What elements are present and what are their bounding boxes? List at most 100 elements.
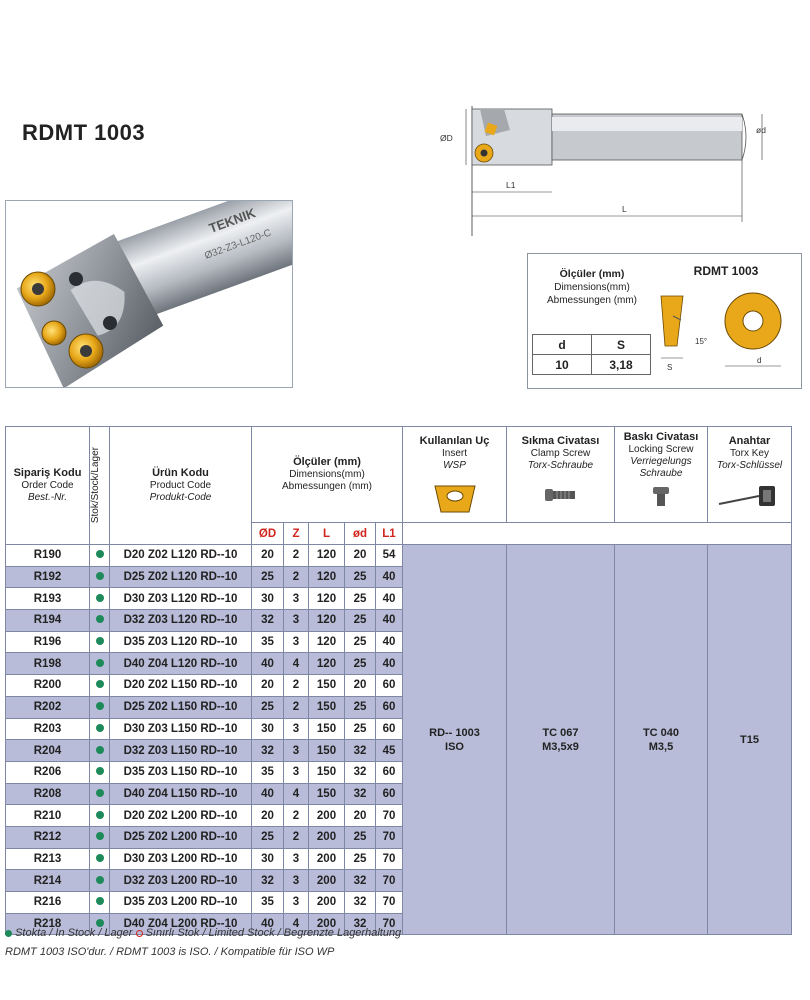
in-stock-dot-icon xyxy=(95,593,104,602)
insert-tr: Kullanılan Uç xyxy=(419,435,490,447)
L-cell: 200 xyxy=(308,869,345,892)
insert-dimension-box: Ölçüler (mm) Dimensions(mm) Abmessungen … xyxy=(527,253,802,389)
order-code-cell: R194 xyxy=(5,609,90,632)
stock-cell xyxy=(89,630,110,654)
in-stock-dot-icon xyxy=(95,875,104,884)
product-code-cell: D20 Z02 L120 RD--10 xyxy=(109,544,252,567)
insert-de: WSP xyxy=(443,460,466,471)
D-cell: 35 xyxy=(251,630,284,654)
insert-icon xyxy=(433,485,476,513)
stock-cell xyxy=(89,652,110,676)
Z-cell: 3 xyxy=(283,760,309,784)
stock-legend: Stokta / In Stock / Lager Sınırlı Stok /… xyxy=(5,927,401,939)
D-cell: 30 xyxy=(251,847,284,871)
L-cell: 150 xyxy=(308,674,345,697)
dimensions-label-en: Dimensions(mm) xyxy=(554,282,630,293)
D-cell: 40 xyxy=(251,652,284,676)
product-code-cell: D32 Z03 L200 RD--10 xyxy=(109,869,252,892)
locking-screw-header: Baskı Civatası Locking Screw Verriegelun… xyxy=(614,426,708,523)
order-code-cell: R190 xyxy=(5,544,90,567)
insert-title: RDMT 1003 xyxy=(693,264,759,278)
order-code-cell: R208 xyxy=(5,782,90,806)
stock-cell xyxy=(89,717,110,741)
key-en: Torx Key xyxy=(730,448,769,459)
d-cell: 25 xyxy=(344,717,376,741)
Z-cell: 3 xyxy=(283,847,309,871)
D-cell: 32 xyxy=(251,609,284,632)
product-code-cell: D32 Z03 L150 RD--10 xyxy=(109,739,252,762)
L1-cell: 60 xyxy=(375,674,403,697)
clamp-de: Torx-Schraube xyxy=(527,460,594,471)
L-cell: 150 xyxy=(308,739,345,762)
limited-stock-legend: Sınırlı Stok / Limited Stock / Begrenzte… xyxy=(145,927,402,939)
lock-de1: Verriegelungs xyxy=(630,456,692,467)
d-cell: 25 xyxy=(344,587,376,611)
Z-cell: 2 xyxy=(283,804,309,827)
L1-cell: 60 xyxy=(375,717,403,741)
limited-stock-ring-icon xyxy=(135,929,143,937)
dimensions-header: Ölçüler (mm) Dimensions(mm) Abmessungen … xyxy=(251,426,403,523)
Z-cell: 3 xyxy=(283,739,309,762)
product-photo: TEKNIK Ø32-Z3-L120-C xyxy=(5,200,293,388)
stock-cell xyxy=(89,695,110,719)
in-stock-legend: Stokta / In Stock / Lager xyxy=(15,927,133,939)
in-stock-dot-icon xyxy=(95,550,104,559)
d-cell: 32 xyxy=(344,760,376,784)
dimensions-en: Dimensions(mm) xyxy=(289,469,365,480)
order-code-cell: R196 xyxy=(5,630,90,654)
insert-s-label: S xyxy=(667,363,672,372)
L1-cell: 60 xyxy=(375,760,403,784)
order-code-cell: R204 xyxy=(5,739,90,762)
in-stock-dot-icon xyxy=(95,767,104,776)
product-code-cell: D35 Z03 L200 RD--10 xyxy=(109,891,252,914)
insert-merged-cell-line2: ISO xyxy=(445,740,464,753)
d-cell: 25 xyxy=(344,847,376,871)
L1-cell: 40 xyxy=(375,587,403,611)
product-code-cell: D25 Z02 L120 RD--10 xyxy=(109,565,252,589)
D-cell: 30 xyxy=(251,717,284,741)
L-cell: 150 xyxy=(308,717,345,741)
d-cell: 20 xyxy=(344,674,376,697)
insert-angle-label: 15° xyxy=(695,337,707,346)
in-stock-dot-icon xyxy=(95,897,104,906)
order-code-cell: R212 xyxy=(5,825,90,849)
order-code-cell: R213 xyxy=(5,847,90,871)
product-code-header: Ürün Kodu Product Code Produkt-Code xyxy=(109,426,252,545)
insert-merged-cell-line1: RD-- 1003 xyxy=(429,726,480,739)
L-cell: 120 xyxy=(308,544,345,567)
product-code-cell: D40 Z04 L200 RD--10 xyxy=(109,912,252,936)
lock-de2: Schraube xyxy=(639,468,683,479)
order-code-cell: R198 xyxy=(5,652,90,676)
stock-cell xyxy=(89,825,110,849)
L-cell: 120 xyxy=(308,630,345,654)
D-cell: 32 xyxy=(251,869,284,892)
L-cell: 200 xyxy=(308,891,345,914)
col-L1: L1 xyxy=(375,522,403,545)
D-cell: 20 xyxy=(251,544,284,567)
clamp-en: Clamp Screw xyxy=(530,448,591,459)
in-stock-dot-icon xyxy=(95,658,104,667)
stock-cell xyxy=(89,739,110,762)
D-cell: 20 xyxy=(251,804,284,827)
product-code-en: Product Code xyxy=(149,480,212,491)
Z-cell: 2 xyxy=(283,565,309,589)
stock-cell xyxy=(89,847,110,871)
in-stock-dot-icon xyxy=(5,929,12,937)
Z-cell: 3 xyxy=(283,869,309,892)
order-code-cell: R200 xyxy=(5,674,90,697)
L1-cell: 70 xyxy=(375,912,403,936)
Z-cell: 4 xyxy=(283,652,309,676)
insert-dimension-table: d S 10 3,18 xyxy=(532,334,651,375)
stock-cell xyxy=(89,565,110,589)
